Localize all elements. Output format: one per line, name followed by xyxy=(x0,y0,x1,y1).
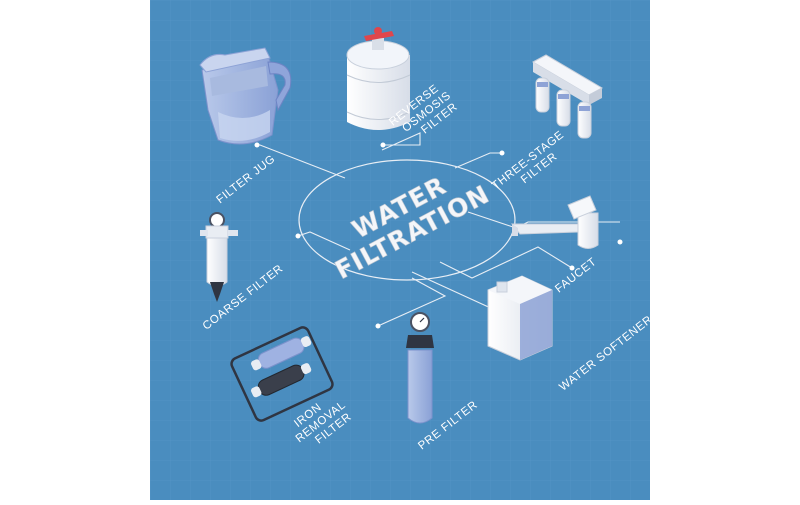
reverse-osmosis-tank-icon xyxy=(346,27,411,130)
water-softener-icon xyxy=(487,275,553,361)
diagram-canvas: WATER FILTRATION FILTER JUG REVERSE OSMO… xyxy=(150,0,655,500)
center-ellipse xyxy=(298,159,516,281)
filter-jug-icon xyxy=(199,47,292,145)
three-stage-filter-icon xyxy=(531,54,604,139)
pre-filter-icon xyxy=(406,312,434,424)
flowchart-svg: WATER FILTRATION FILTER JUG REVERSE OSMO… xyxy=(150,0,655,500)
coarse-filter-icon xyxy=(200,212,238,302)
iron-removal-filter-icon xyxy=(230,326,334,422)
faucet-icon xyxy=(510,195,599,249)
